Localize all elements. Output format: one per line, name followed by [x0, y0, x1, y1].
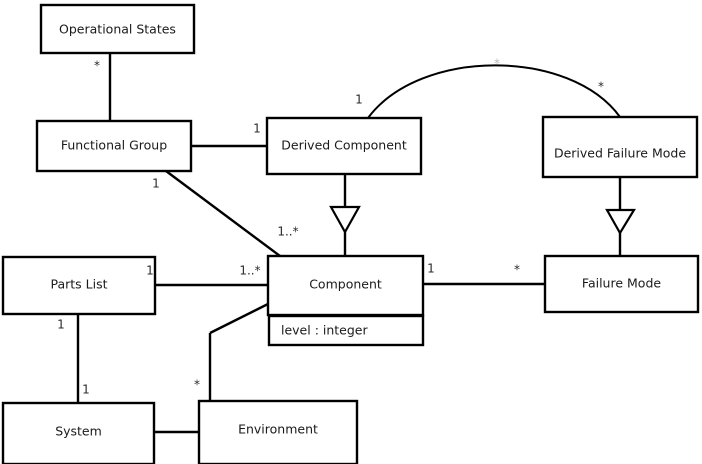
multiplicity-label: 1	[57, 318, 65, 332]
multiplicity-label: *	[514, 263, 520, 277]
class-name-label: Derived Component	[281, 138, 407, 153]
class-box-failure-mode[interactable]: Failure Mode	[543, 254, 700, 314]
multiplicity-label: *	[194, 378, 200, 392]
class-box-rect	[197, 399, 359, 464]
multiplicity-label: 1	[355, 93, 363, 107]
relationship-derived-component-derived-failure-mode	[367, 64, 621, 119]
multiplicity-label: 1	[152, 177, 160, 191]
relationship-functional-group-component	[165, 170, 281, 257]
class-name-label: Functional Group	[61, 138, 167, 153]
association-arc	[367, 64, 621, 119]
generalization-triangle-icon	[605, 208, 636, 236]
relationship-derived-component-component	[329, 174, 361, 256]
multiplicity-label: 1..*	[277, 225, 298, 239]
class-box-derived-failure-mode[interactable]: Derived Failure Mode	[541, 115, 699, 179]
class-box-rect	[39, 3, 196, 55]
multiplicity-label: 1	[427, 262, 435, 276]
class-box-rect	[35, 119, 193, 173]
class-box-parts-list[interactable]: Parts List	[1, 255, 157, 316]
class-name-label: Derived Failure Mode	[554, 146, 686, 161]
multiplicity-label: 1	[82, 383, 90, 397]
multiplicity-label: *	[494, 57, 500, 71]
association-line	[165, 170, 281, 257]
class-name-label: Parts List	[50, 277, 107, 292]
class-name-label: Component	[309, 277, 382, 292]
class-box-rect	[1, 255, 157, 316]
multiplicity-label: 1..*	[239, 264, 260, 278]
class-attribute-label: level : integer	[281, 323, 368, 338]
generalization-triangle-icon	[329, 205, 361, 235]
class-name-label: System	[55, 424, 102, 439]
class-name-label: Failure Mode	[582, 276, 661, 291]
class-box-rect	[266, 254, 425, 317]
class-box-environment[interactable]: Environment	[197, 399, 359, 464]
class-box-derived-component[interactable]: Derived Component	[265, 116, 423, 176]
class-box-rect	[541, 115, 699, 179]
class-box-rect	[543, 254, 700, 314]
multiplicity-label: 1	[146, 264, 154, 278]
class-box-system[interactable]: System	[1, 401, 156, 464]
class-name-label: Operational States	[59, 22, 176, 37]
class-attribute-compartment	[267, 314, 425, 347]
relationship-derived-failure-mode-failure-mode	[605, 177, 636, 256]
multiplicity-label: *	[598, 80, 604, 94]
multiplicity-label: *	[94, 59, 100, 73]
class-box-component[interactable]: Component level : integer	[266, 254, 425, 347]
class-box-rect	[265, 116, 423, 176]
multiplicity-label: 1	[253, 122, 261, 136]
class-box-rect	[1, 401, 156, 464]
class-name-label: Environment	[238, 422, 318, 437]
association-segment-diagonal	[209, 301, 271, 335]
class-box-functional-group[interactable]: Functional Group	[35, 119, 193, 173]
class-box-operational-states[interactable]: Operational States	[39, 3, 196, 55]
relationship-environment-component	[208, 301, 271, 401]
